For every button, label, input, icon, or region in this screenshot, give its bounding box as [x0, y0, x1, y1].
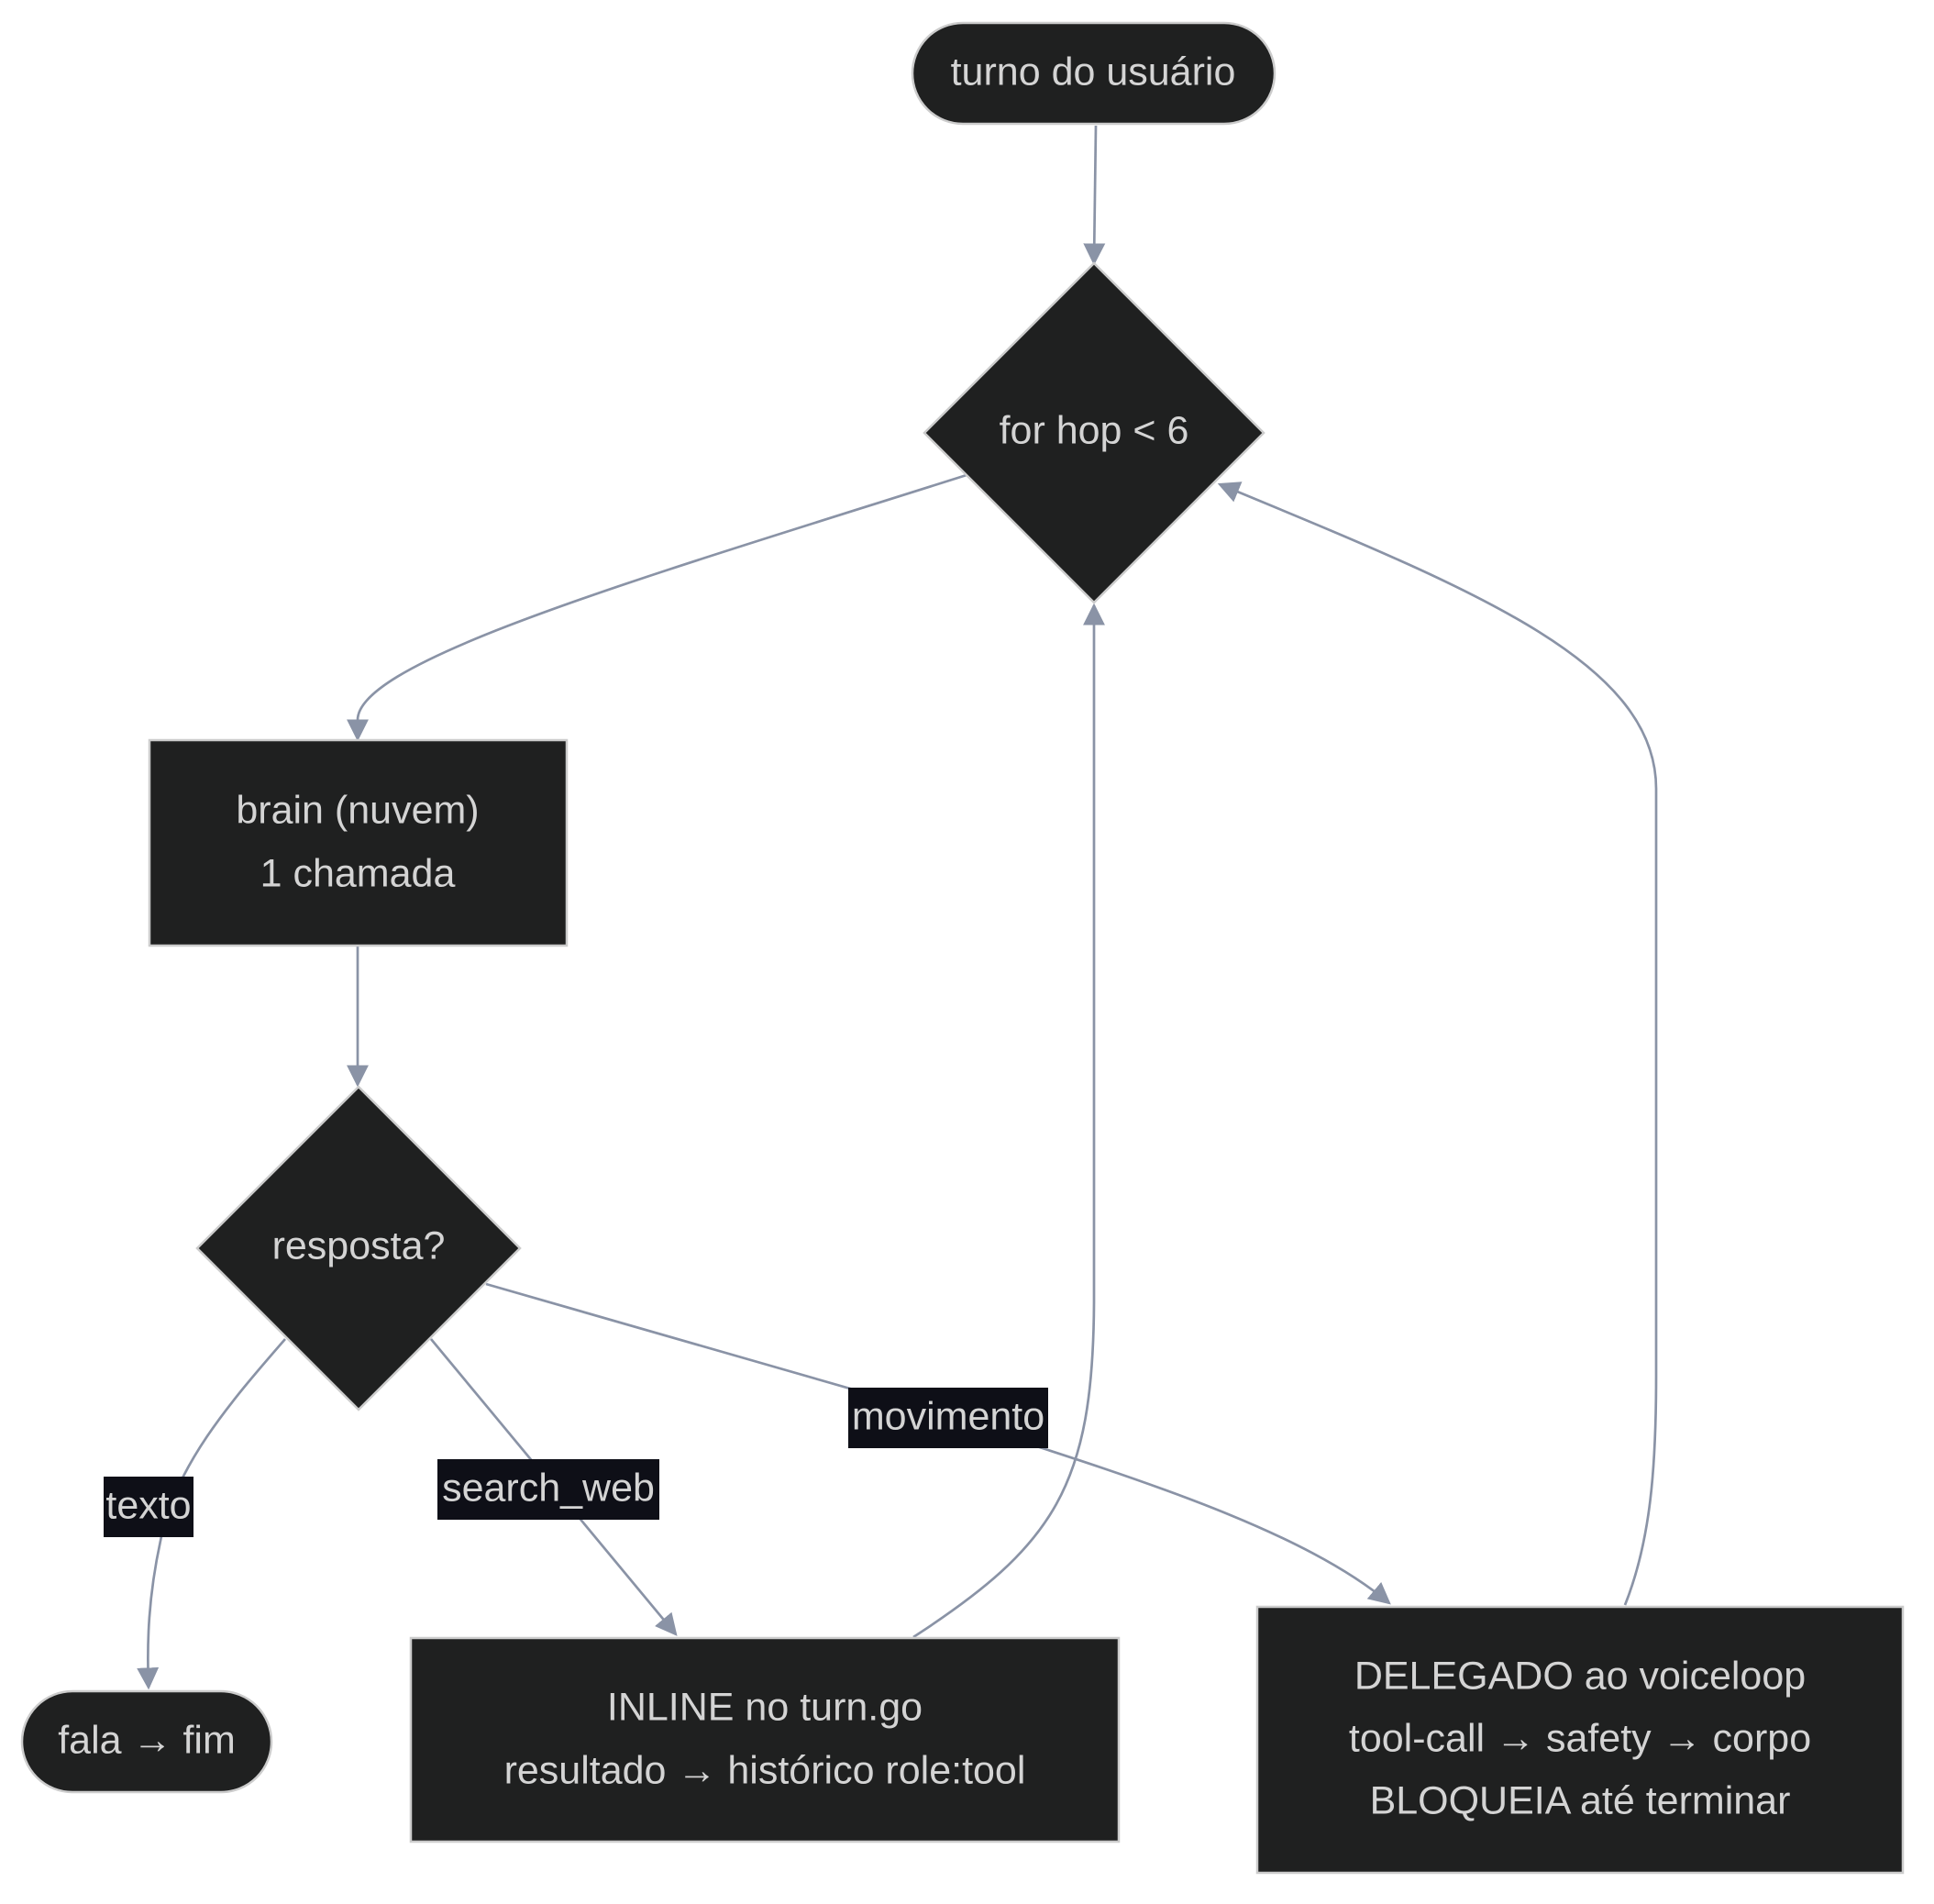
edge-turno-to-for-hop	[1083, 125, 1106, 266]
svg-text:resposta?: resposta?	[272, 1223, 446, 1267]
edge-label-search-web: search_web	[437, 1459, 659, 1520]
edge-for-hop-to-brain	[347, 473, 967, 742]
node-for-hop-decision: for hop < 6	[923, 261, 1265, 604]
svg-text:1 chamada: 1 chamada	[260, 851, 456, 895]
edge-label-texto: texto	[104, 1477, 193, 1537]
svg-text:resultado → histórico role:too: resultado → histórico role:tool	[504, 1748, 1026, 1792]
node-delegado: DELEGADO ao voiceloop tool-call → safety…	[1255, 1605, 1905, 1875]
edge-label-movimento: movimento	[848, 1388, 1048, 1448]
svg-text:brain (nuvem): brain (nuvem)	[236, 788, 479, 832]
svg-text:BLOQUEIA até terminar: BLOQUEIA até terminar	[1370, 1778, 1791, 1822]
node-inline: INLINE no turn.go resultado → histórico …	[409, 1636, 1121, 1843]
edge-delegado-to-for-hop	[1217, 482, 1658, 1606]
node-turno-do-usuario: turno do usuário	[911, 21, 1276, 126]
svg-text:turno do usuário: turno do usuário	[951, 50, 1236, 94]
svg-text:DELEGADO ao voiceloop: DELEGADO ao voiceloop	[1354, 1654, 1806, 1698]
svg-text:INLINE no turn.go: INLINE no turn.go	[607, 1685, 923, 1729]
svg-text:texto: texto	[105, 1483, 191, 1527]
svg-text:search_web: search_web	[442, 1466, 655, 1510]
svg-text:for hop < 6: for hop < 6	[1000, 408, 1189, 452]
svg-text:movimento: movimento	[852, 1394, 1044, 1438]
node-resposta-decision: resposta?	[195, 1085, 522, 1411]
node-fala-fim: fala → fim	[20, 1689, 273, 1794]
svg-text:tool-call → safety → corpo: tool-call → safety → corpo	[1349, 1716, 1811, 1760]
svg-text:fala → fim: fala → fim	[58, 1718, 236, 1762]
edge-inline-to-for-hop	[912, 603, 1105, 1639]
node-brain: brain (nuvem) 1 chamada	[148, 738, 569, 947]
